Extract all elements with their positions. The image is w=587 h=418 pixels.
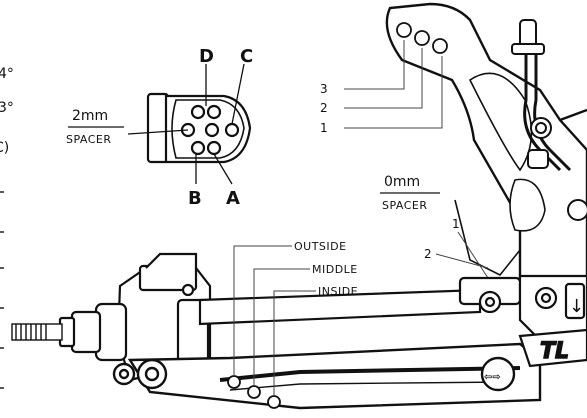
arm-position-middle: MIDDLE: [312, 263, 358, 276]
arm-decal: ⇦⇨: [484, 372, 501, 383]
tower-holes: [396, 22, 448, 54]
insert-label-b: B: [188, 188, 202, 209]
insert-label-a: A: [226, 188, 240, 209]
steering-hub: [58, 252, 212, 382]
spacer-2mm-label: SPACER: [66, 133, 112, 146]
lower-hole-2: 2: [424, 247, 432, 261]
spacer-0mm-value: 0mm: [384, 174, 420, 190]
shock-mount: [511, 19, 587, 221]
brand-decal: TL: [540, 339, 569, 364]
chassis-block: [518, 274, 587, 368]
arm-position-leaders: [233, 245, 316, 396]
spacer-0mm-label: SPACER: [382, 199, 428, 212]
insert-leader-lines: [127, 63, 245, 185]
arm-position-outside: OUTSIDE: [294, 240, 347, 253]
tower-hole-leaders: [344, 40, 443, 129]
shock-tower: [385, 2, 587, 302]
insert-label-c: C: [240, 46, 253, 67]
left-fragment-dashes: [0, 191, 4, 389]
left-fragment-2: 3°: [0, 100, 14, 116]
lower-arm: [112, 342, 542, 410]
tower-hole-2: 2: [320, 101, 328, 115]
lower-hole-1: 1: [452, 217, 460, 231]
tower-hole-1: 1: [320, 121, 328, 135]
left-fragment-3: C): [0, 140, 9, 156]
spacer-2mm-value: 2mm: [72, 108, 108, 124]
arm-position-inside: INSIDE: [318, 285, 358, 298]
tower-hole-3: 3: [320, 82, 328, 96]
camber-link: [198, 276, 522, 326]
camber-insert: [146, 92, 252, 164]
left-fragment-1: 4°: [0, 66, 14, 82]
chassis-arrow: ↓: [569, 296, 584, 317]
axle-thread: [11, 323, 63, 341]
insert-label-d: D: [199, 46, 214, 67]
lower-hole-leaders: [435, 231, 489, 279]
